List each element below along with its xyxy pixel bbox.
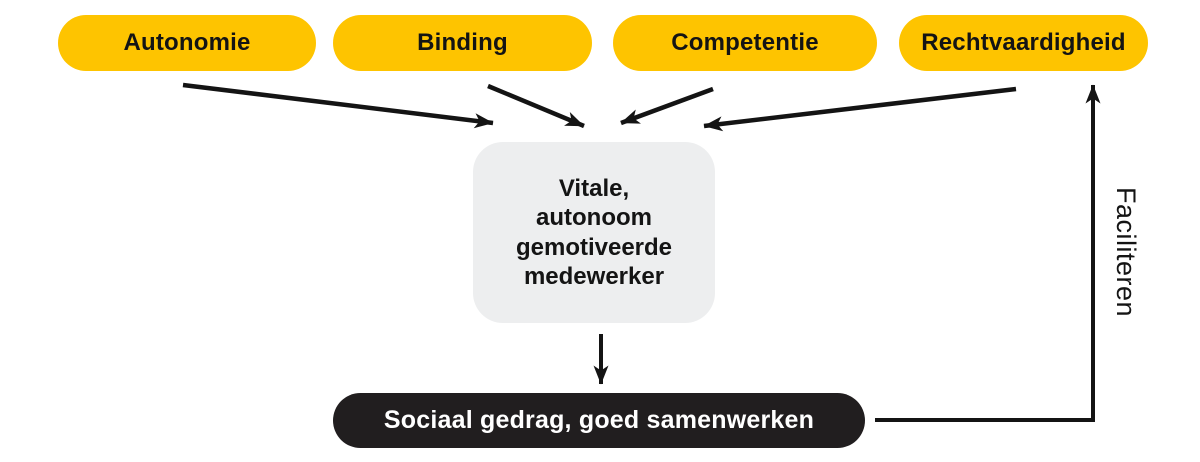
arrow-competentie-to-center-icon xyxy=(620,86,714,126)
node-outcome-label: Sociaal gedrag, goed samenwerken xyxy=(383,406,815,434)
node-autonomie-label: Autonomie xyxy=(123,29,251,56)
node-central-label: Vitale, autonoom gemotiveerde medewerker xyxy=(515,174,673,290)
node-outcome-social-behavior: Sociaal gedrag, goed samenwerken xyxy=(333,393,865,448)
node-rechtvaardigheid: Rechtvaardigheid xyxy=(899,15,1148,71)
node-binding: Binding xyxy=(333,15,592,71)
node-binding-label: Binding xyxy=(417,29,508,56)
node-autonomie: Autonomie xyxy=(58,15,316,71)
node-rechtvaardigheid-label: Rechtvaardigheid xyxy=(921,29,1126,56)
arrow-autonomie-to-center-icon xyxy=(182,82,494,129)
node-competentie-label: Competentie xyxy=(671,29,819,56)
arrow-outcome-to-rechtvaardigheid-icon xyxy=(875,84,1101,422)
arrow-binding-to-center-icon xyxy=(487,83,585,129)
node-central-motivated-employee: Vitale, autonoom gemotiveerde medewerker xyxy=(473,142,715,323)
feedback-label-faciliteren: Faciliteren xyxy=(1111,187,1141,318)
node-competentie: Competentie xyxy=(613,15,877,71)
arrow-rechtvaardigheid-to-center-icon xyxy=(703,86,1017,132)
